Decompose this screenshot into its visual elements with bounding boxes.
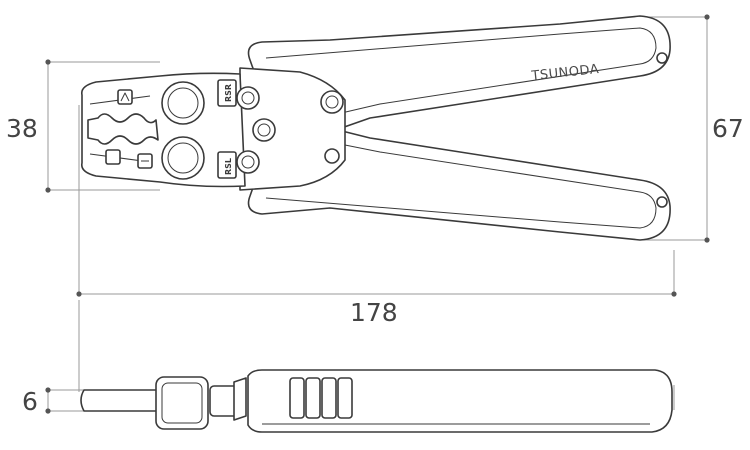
dimension-endpoints	[45, 14, 710, 414]
frame-body	[239, 67, 346, 191]
dimension-lines	[47, 16, 708, 412]
die-label-upper: RSR	[224, 84, 233, 102]
crimper-side-view	[80, 369, 673, 433]
dim-overall-length: 178	[350, 298, 398, 327]
crimper-top-view	[80, 15, 671, 241]
crimp-die-profile	[87, 113, 159, 145]
brand-label: TSUNODA	[530, 62, 600, 84]
dim-overall-height: 67	[712, 114, 744, 143]
dim-jaw-height: 38	[6, 114, 38, 143]
dim-thickness: 6	[22, 387, 38, 416]
side-handle	[247, 369, 673, 433]
die-label-lower: RSL	[224, 158, 233, 175]
